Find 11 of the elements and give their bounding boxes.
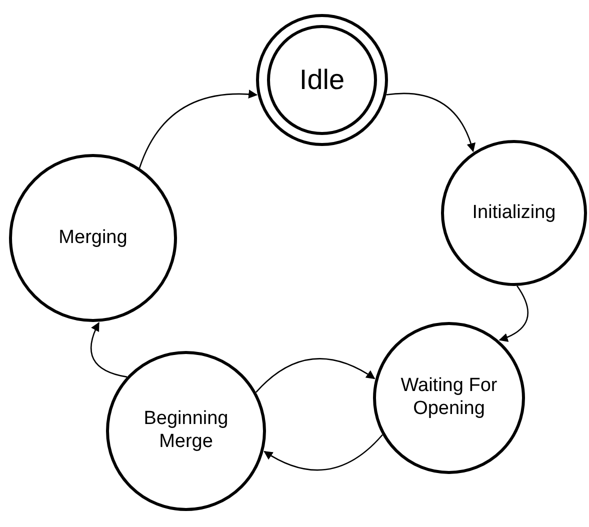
- transition-arrow: [90, 322, 128, 378]
- state-name: Merging: [58, 226, 128, 250]
- state-name: Beginning Merge: [142, 408, 230, 454]
- state-name: Idle: [299, 63, 345, 97]
- state-name: Waiting For Opening: [400, 375, 498, 421]
- transition-arrow: [256, 358, 376, 393]
- transition-arrow: [498, 286, 528, 342]
- transition-arrow: [264, 434, 383, 471]
- transition-arrow: [138, 90, 258, 168]
- state-name: Initializing: [472, 202, 556, 224]
- transition-arrow: [386, 92, 476, 152]
